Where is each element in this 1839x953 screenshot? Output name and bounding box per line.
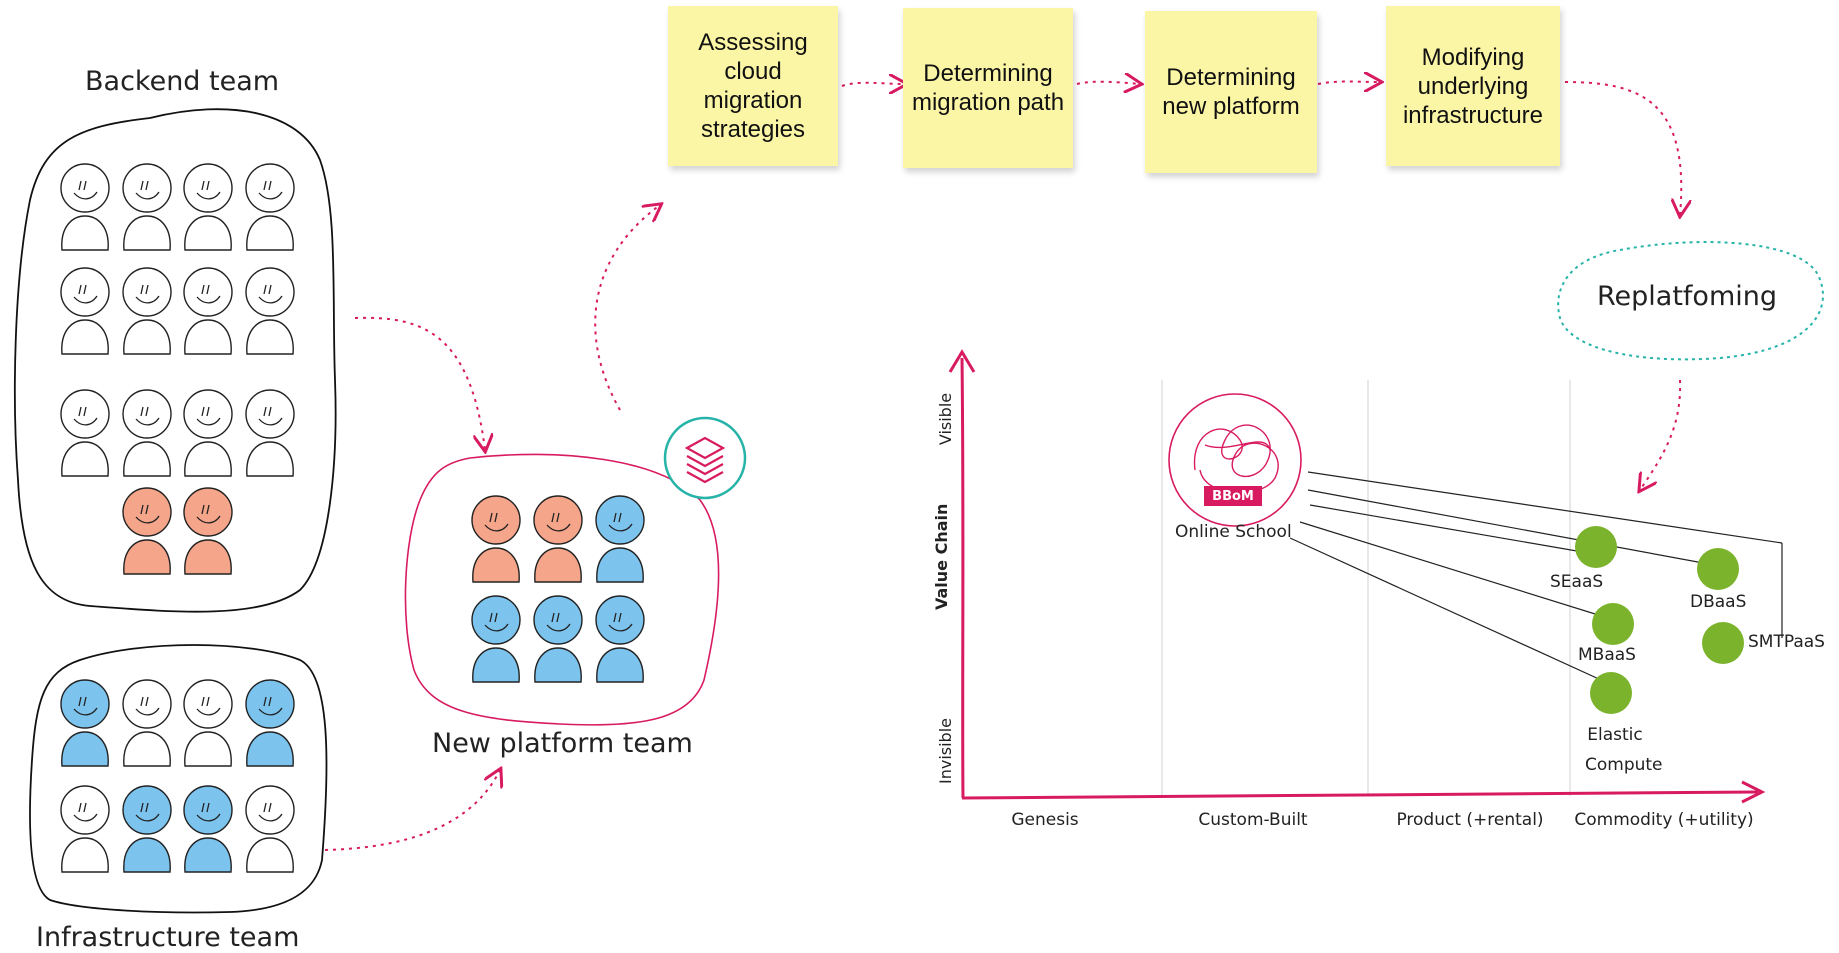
mbaas-node[interactable] — [1592, 603, 1634, 645]
person-icon — [183, 163, 233, 251]
arrow-backend-to-newplatform — [354, 316, 485, 450]
value-chain-axis-label: Value Chain — [932, 503, 951, 610]
backend-team-label: Backend team — [85, 66, 280, 97]
arrow-infra-to-newplatform — [324, 770, 500, 851]
person-icon — [122, 679, 172, 767]
value-chain-axis-arrowhead — [948, 349, 976, 373]
person-icon — [471, 495, 521, 583]
dbaas-label: DBaaS — [1690, 592, 1747, 612]
evolution-axis-arrowhead — [1741, 780, 1766, 804]
smtpaas-node[interactable] — [1702, 622, 1744, 664]
arrow-replatform-to-map — [1640, 379, 1682, 490]
person-icon — [533, 495, 583, 583]
person-icon — [245, 785, 295, 873]
visible-label: Visible — [936, 392, 955, 446]
person-icon — [183, 267, 233, 355]
person-icon — [183, 785, 233, 873]
arrow-step4-to-replatform — [1564, 81, 1681, 215]
new-platform-team-label: New platform team — [432, 728, 693, 759]
person-icon — [183, 389, 233, 477]
infrastructure-team-label: Infrastructure team — [36, 922, 300, 953]
dbaas-node[interactable] — [1697, 548, 1739, 590]
online-school-label: Online School — [1175, 522, 1292, 542]
person-icon — [595, 495, 645, 583]
stage-commodity-label: Commodity (+utility) — [1574, 810, 1754, 830]
backend-team-blob — [14, 108, 337, 613]
step-new-platform-label: Determining new platform — [1162, 64, 1300, 120]
step-migration-path-label: Determining migration path — [911, 60, 1065, 116]
infrastructure-team-blob — [29, 644, 328, 914]
online-school-node — [1168, 393, 1302, 527]
layers-icon — [663, 416, 747, 500]
invisible-label: Invisible — [936, 718, 955, 784]
step-migration-path-sticky[interactable]: Determining migration path — [903, 8, 1073, 168]
arrow-step3-to-step4 — [1317, 82, 1380, 85]
component-links — [1289, 471, 1783, 686]
bbom-badge: BBoM — [1212, 489, 1254, 504]
seaas-label: SEaaS — [1550, 572, 1604, 592]
mbaas-label: MBaaS — [1578, 645, 1636, 665]
person-icon — [60, 389, 110, 477]
replatforming-label: Replatfoming — [1597, 281, 1778, 312]
arrow-step1-to-step2 — [841, 83, 905, 86]
person-icon — [245, 163, 295, 251]
step-modify-infra-label: Modifying underlying infrastructure — [1402, 43, 1544, 129]
step-assessing-label: Assessing cloud migration strategies — [698, 29, 808, 143]
value-chain-axis — [960, 357, 965, 799]
person-icon — [122, 163, 172, 251]
elastic-compute-node[interactable] — [1590, 672, 1632, 714]
person-icon — [60, 679, 110, 767]
stage-product-label: Product (+rental) — [1396, 810, 1544, 830]
person-icon — [122, 267, 172, 355]
person-icon — [595, 595, 645, 683]
person-icon — [122, 785, 172, 873]
person-icon — [245, 679, 295, 767]
step-new-platform-sticky[interactable]: Determining new platform — [1145, 11, 1317, 173]
person-icon — [60, 163, 110, 251]
person-icon — [122, 487, 172, 575]
step-assessing-sticky[interactable]: Assessing cloud migration strategies — [668, 6, 838, 166]
person-icon — [60, 267, 110, 355]
person-icon — [183, 487, 233, 575]
person-icon — [245, 267, 295, 355]
stage-genesis-label: Genesis — [1011, 810, 1079, 830]
person-icon — [122, 389, 172, 477]
arrow-step2-to-step3 — [1076, 82, 1140, 84]
stage-custom-built-label: Custom-Built — [1198, 810, 1308, 830]
evolution-axis — [961, 790, 1759, 800]
person-icon — [183, 679, 233, 767]
step-modify-infra-sticky[interactable]: Modifying underlying infrastructure — [1386, 6, 1560, 166]
seaas-node[interactable] — [1575, 526, 1617, 568]
person-icon — [471, 595, 521, 683]
arrow-newplatform-to-steps — [594, 205, 660, 411]
bbom-scribble-icon — [1193, 424, 1279, 494]
person-icon — [533, 595, 583, 683]
replatforming-blob — [1557, 241, 1824, 361]
wardley-grid — [1161, 380, 1571, 796]
person-icon — [245, 389, 295, 477]
person-icon — [60, 785, 110, 873]
elastic-compute-label: Elastic Compute — [1585, 725, 1663, 775]
smtpaas-label: SMTPaaS — [1748, 632, 1825, 652]
